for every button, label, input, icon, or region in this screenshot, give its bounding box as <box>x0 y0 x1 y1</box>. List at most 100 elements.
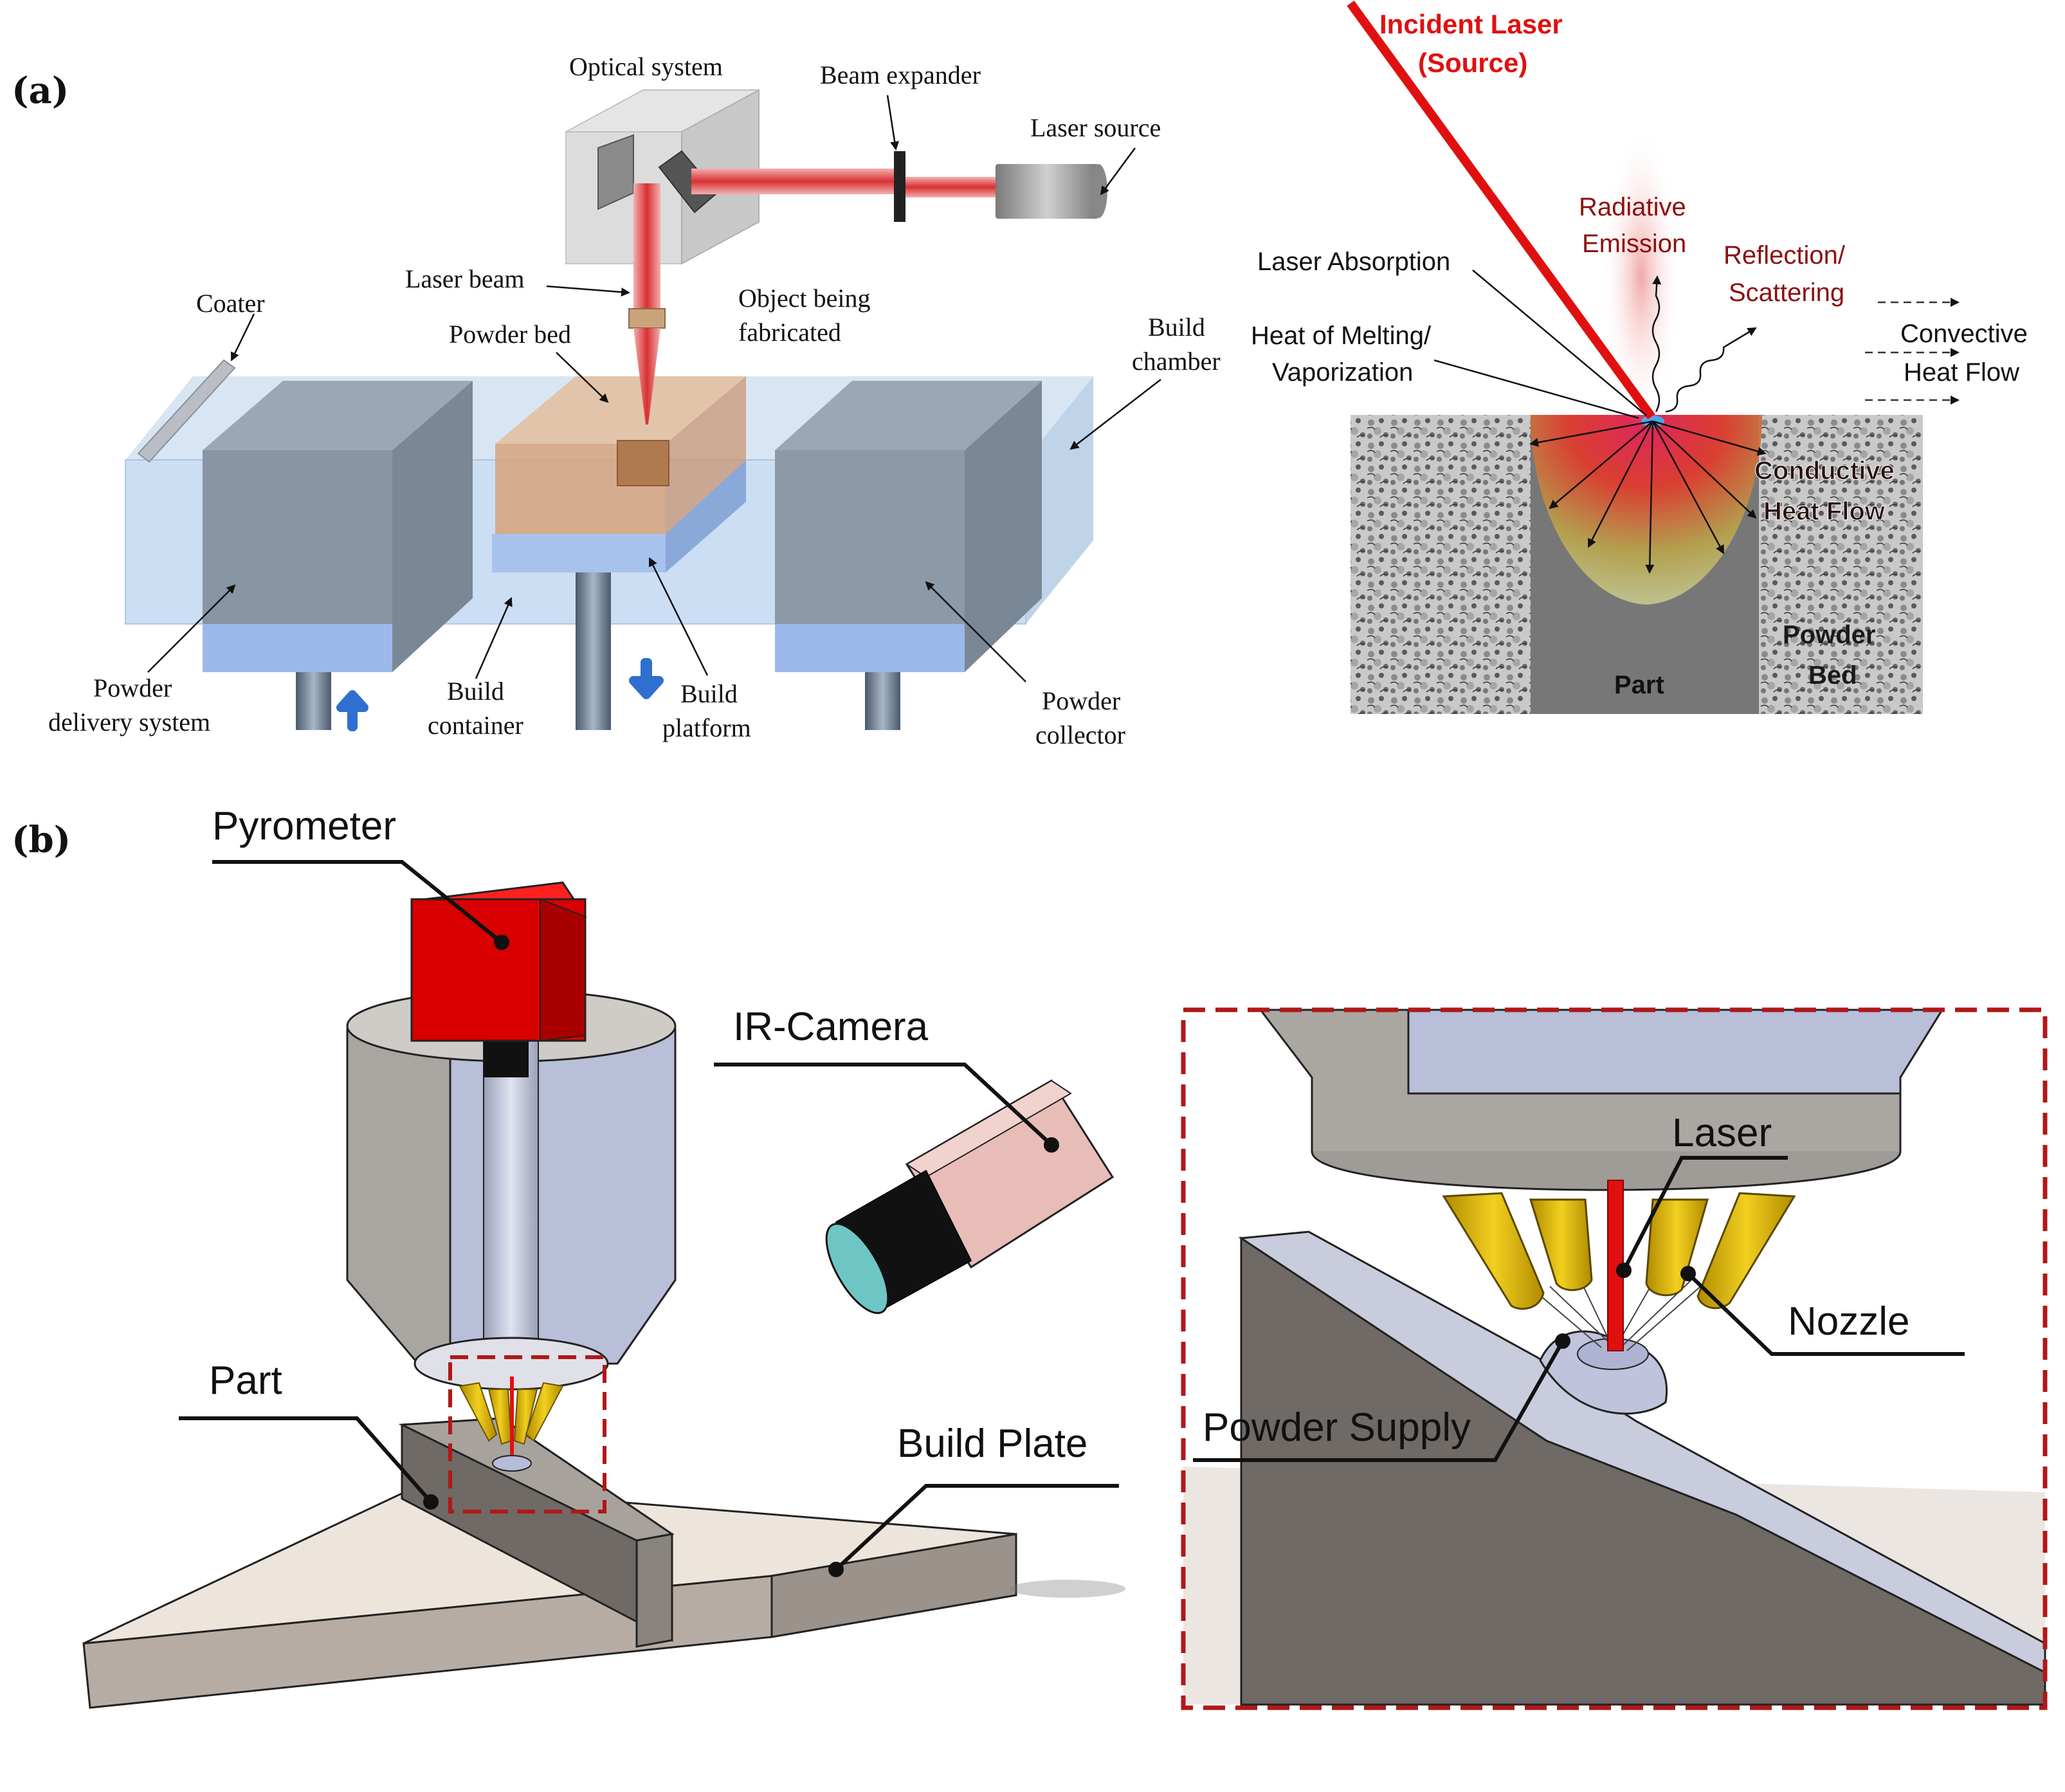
beam-expander <box>894 151 905 222</box>
label-conductive-line2: Heat Flow <box>1763 497 1886 526</box>
label-powder-collector-line1: Powder <box>1042 686 1120 715</box>
label-laser-absorption: Laser Absorption <box>1257 248 1450 276</box>
label-incident-line2: (Source) <box>1418 48 1527 78</box>
label-build-plate: Build Plate <box>897 1422 1087 1466</box>
label-radiative-line1: Radiative <box>1579 193 1686 221</box>
laser-source-body <box>996 164 1098 219</box>
label-object-line2: fabricated <box>738 318 841 347</box>
label-powder-delivery-line1: Powder <box>93 673 172 702</box>
collector-piston <box>865 672 900 730</box>
label-pyrometer: Pyrometer <box>212 804 396 848</box>
fabricated-object <box>617 440 669 486</box>
build-chamber-side <box>1026 376 1093 624</box>
powder-delivery-top <box>203 381 473 450</box>
zoom-leaders <box>1193 1156 1965 1462</box>
pbf-leaders <box>147 95 1161 682</box>
panel-label-a: (a) <box>12 69 69 112</box>
ded-part-end <box>635 1533 673 1648</box>
label-nozzle: Nozzle <box>1788 1299 1910 1344</box>
down-arrow-icon <box>629 658 664 699</box>
pyrometer-side <box>540 898 586 1042</box>
melt-pool <box>1531 415 1762 605</box>
zoom-box-large <box>1181 1007 2048 1710</box>
label-heat-melting-line1: Heat of Melting/ <box>1251 322 1432 350</box>
focusing-lens <box>628 308 666 329</box>
ir-camera-top <box>905 1079 1072 1178</box>
laser-source-cap <box>1089 164 1107 218</box>
label-radiative-line2: Emission <box>1582 230 1686 258</box>
platform-piston <box>576 572 611 730</box>
label-build-platform-line2: platform <box>662 713 751 742</box>
label-melt-part: Part <box>1614 671 1664 699</box>
laser-beam-vertical <box>633 183 660 312</box>
label-build-platform-line1: Build <box>680 679 738 708</box>
collector-side <box>965 381 1042 672</box>
up-arrow-icon <box>336 690 368 731</box>
label-build-chamber-line1: Build <box>1148 313 1205 342</box>
incident-laser-beam <box>1347 0 1655 420</box>
ir-camera-glass <box>825 1223 889 1314</box>
powder-bed-top <box>495 376 746 444</box>
label-convective-line2: Heat Flow <box>1904 358 2019 387</box>
powder-delivery-side <box>392 381 473 672</box>
label-laser-beam: Laser beam <box>405 264 524 293</box>
label-powder-collector-line2: collector <box>1035 720 1125 749</box>
laser-shaft <box>483 1038 539 1361</box>
label-powder-delivery-line2: delivery system <box>48 708 210 736</box>
delivery-piston <box>296 672 331 730</box>
melt-arrows <box>1433 270 1767 574</box>
ded-melt-pool <box>492 1455 532 1472</box>
label-incident-line1: Incident Laser <box>1379 9 1563 39</box>
convective-arrows <box>1865 298 1960 405</box>
ded-zoom-detail: Laser Nozzle Powder Supply <box>1178 1005 2050 1712</box>
zoom-nozzles <box>1442 1192 1796 1310</box>
laser-beam-horizontal <box>691 169 900 194</box>
label-ir-camera: IR-Camera <box>733 1005 929 1049</box>
build-plate-shadow <box>1010 1580 1125 1598</box>
pbf-schematic: Optical system Beam expander Laser sourc… <box>48 52 1221 749</box>
radiative-plume <box>1601 125 1681 428</box>
label-build-container-line2: container <box>428 711 523 740</box>
label-beam-expander: Beam expander <box>820 60 981 89</box>
laser-beam-focused <box>633 328 660 425</box>
label-powder-supply: Powder Supply <box>1203 1405 1471 1450</box>
zoom-box-small <box>448 1355 606 1513</box>
label-powder-bed-line2: Bed <box>1808 661 1857 690</box>
label-optical-system: Optical system <box>569 52 723 81</box>
build-plate-front <box>770 1533 1017 1638</box>
zoom-head-bottom <box>1311 1151 1902 1191</box>
leader-dots <box>423 935 1059 1577</box>
build-platform <box>492 534 666 572</box>
laser-beam-source <box>900 177 1003 197</box>
label-ded-part: Part <box>209 1358 282 1403</box>
label-laser-source: Laser source <box>1030 113 1161 142</box>
ded-leaders <box>179 860 1119 1571</box>
collector-block <box>775 450 965 624</box>
powder-delivery-block <box>203 450 392 624</box>
collector-base <box>775 624 965 672</box>
label-powder-bed-line1: Powder <box>1783 621 1875 649</box>
collector-top <box>775 381 1042 450</box>
label-convective-line1: Convective <box>1900 320 2028 348</box>
label-heat-melting-line2: Vaporization <box>1272 358 1413 387</box>
powder-bed-side <box>666 376 746 534</box>
coater-blade <box>137 359 236 463</box>
panel-label-b: (b) <box>12 819 71 861</box>
ded-nozzles <box>459 1382 564 1445</box>
label-powder-bed: Powder bed <box>449 320 571 349</box>
melt-pool-diagram: Incident Laser (Source) Radiative Emissi… <box>1251 0 2028 714</box>
powder-delivery-base <box>203 624 392 672</box>
label-laser: Laser <box>1672 1111 1772 1155</box>
label-reflection-line1: Reflection/ <box>1724 241 1846 270</box>
label-build-chamber-line2: chamber <box>1132 347 1221 376</box>
label-coater: Coater <box>196 289 265 318</box>
zoom-head-cutaway <box>1407 1009 1944 1095</box>
label-build-container-line1: Build <box>447 677 504 706</box>
build-platform-side <box>666 460 746 572</box>
label-reflection-line2: Scattering <box>1729 279 1844 307</box>
ded-setup: Pyrometer IR-Camera Part Build Plate <box>82 804 1125 1709</box>
label-object-line1: Object being <box>738 284 871 313</box>
zoom-leader-dots <box>1555 1263 1696 1349</box>
label-conductive-line1: Conductive <box>1754 457 1895 485</box>
